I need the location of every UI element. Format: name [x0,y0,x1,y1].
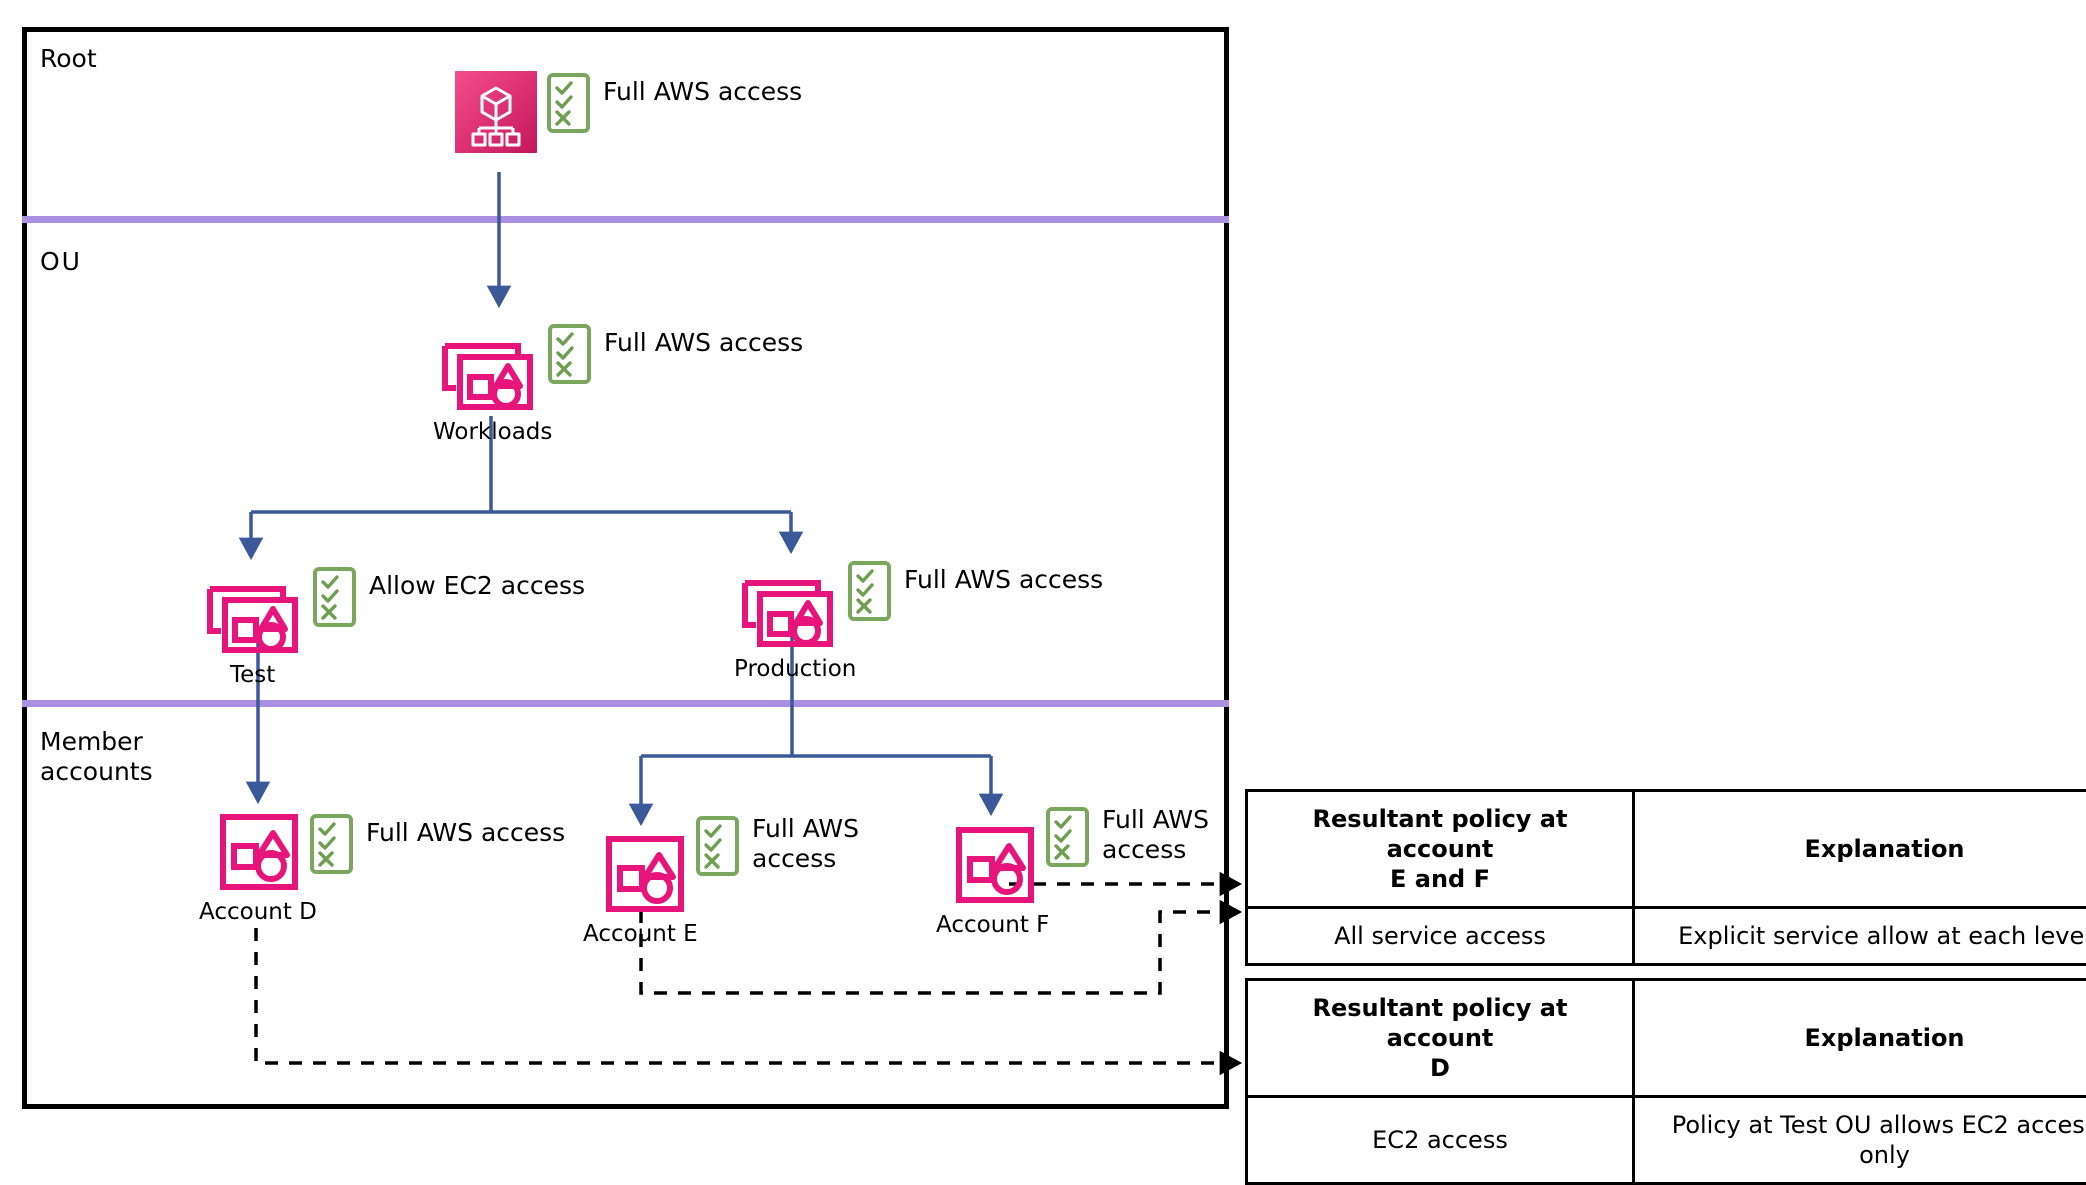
policy-label-root: Full AWS access [603,77,802,107]
policy-badge-full-aws-access-root [547,73,590,133]
lane-label-root: Root [40,44,97,74]
organizational-unit-icon [740,559,838,649]
table-row: All service access Explicit service allo… [1247,908,2086,965]
policy-label-test: Allow EC2 access [369,571,585,601]
policy-label-account-d: Full AWS access [366,818,565,848]
policy-label-account-f: Full AWS access [1102,805,1209,865]
table-row-header: Resultant policy at account E and F Expl… [1247,791,2086,908]
table-ef-cell-policy: All service access [1247,908,1634,965]
lane-label-member-accounts: Member accounts [40,727,153,787]
table-ef-header-explanation: Explanation [1634,791,2086,908]
node-caption-workloads: Workloads [433,418,803,446]
policy-badge-full-aws-access-account-f [1046,807,1089,867]
table-d-cell-explanation: Policy at Test OU allows EC2 access only [1634,1097,2086,1184]
aws-account-icon [604,834,686,914]
table-resultant-policy-ef: Resultant policy at account E and F Expl… [1245,789,2086,966]
node-root[interactable]: Full AWS access [455,71,802,153]
table-d-header-explanation: Explanation [1634,980,2086,1097]
table-ef-header-policy: Resultant policy at account E and F [1247,791,1634,908]
lane-label-ou: OU [40,247,82,277]
node-test[interactable]: Allow EC2 access Test [205,565,585,689]
aws-organizations-icon [455,71,537,153]
policy-label-account-e: Full AWS access [752,814,859,874]
node-caption-account-d: Account D [199,898,565,926]
table-row: EC2 access Policy at Test OU allows EC2 … [1247,1097,2086,1184]
lane-divider-root-ou [22,216,1229,223]
policy-badge-full-aws-access-account-d [310,814,353,874]
organizational-unit-icon [205,565,303,655]
aws-account-icon [218,812,300,892]
node-caption-production: Production [734,655,1103,683]
policy-badge-allow-ec2-access-test [313,567,356,627]
organizational-unit-icon [440,322,538,412]
node-caption-account-e: Account E [583,920,859,948]
node-caption-account-f: Account F [936,911,1209,939]
policy-label-production: Full AWS access [904,565,1103,595]
table-d-cell-policy: EC2 access [1247,1097,1634,1184]
policy-badge-full-aws-access-account-e [696,816,739,876]
table-ef-cell-explanation: Explicit service allow at each level [1634,908,2086,965]
node-account-d[interactable]: Full AWS access Account D [218,812,565,926]
node-production[interactable]: Full AWS access Production [740,559,1103,683]
policy-label-workloads: Full AWS access [604,328,803,358]
policy-badge-full-aws-access-production [848,561,891,621]
node-caption-test: Test [230,661,585,689]
policy-badge-full-aws-access-workloads [548,324,591,384]
node-account-e[interactable]: Full AWS access Account E [604,834,859,948]
node-account-f[interactable]: Full AWS access Account F [954,825,1209,939]
lane-divider-ou-member [22,700,1229,707]
table-resultant-policy-d: Resultant policy at account D Explanatio… [1245,978,2086,1185]
table-row-header: Resultant policy at account D Explanatio… [1247,980,2086,1097]
aws-account-icon [954,825,1036,905]
table-d-header-policy: Resultant policy at account D [1247,980,1634,1097]
node-workloads[interactable]: Full AWS access Workloads [440,322,803,446]
